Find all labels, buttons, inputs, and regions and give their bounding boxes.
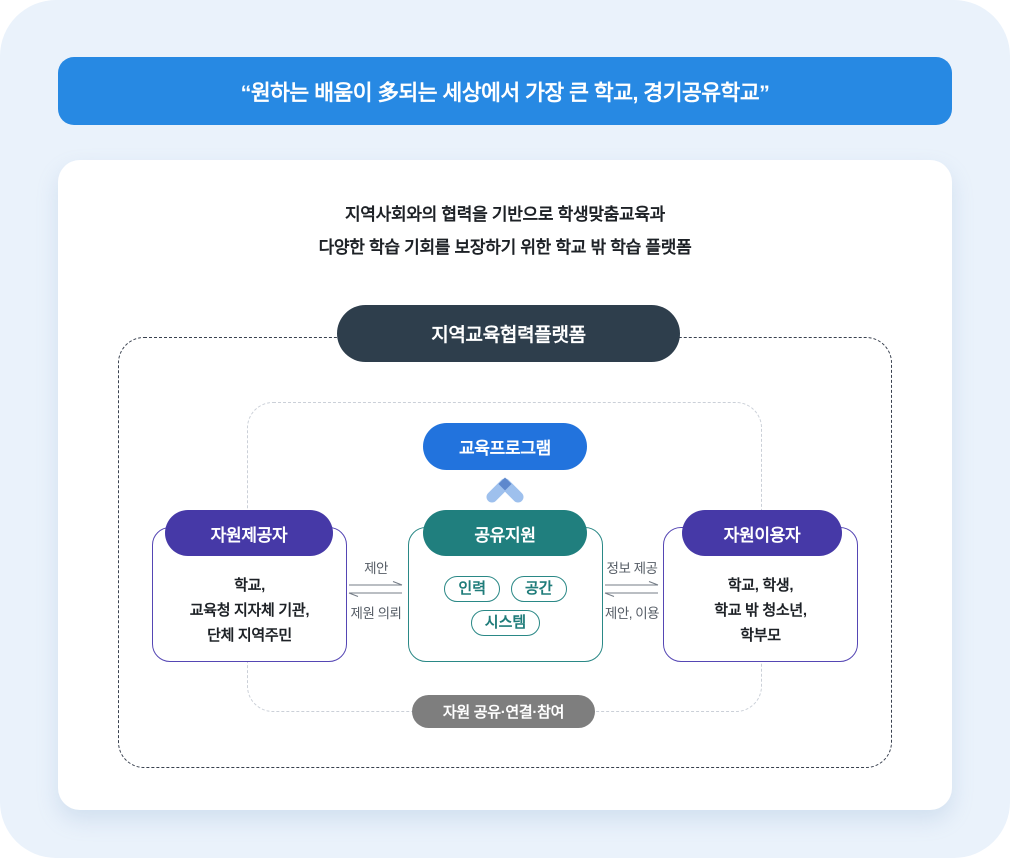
sharing-support-pill: 공유지원 (423, 510, 587, 556)
provider-body-line-1: 학교, (234, 577, 265, 594)
flow-right-backward-label: 제안, 이용 (604, 606, 660, 621)
tag-space: 공간 (511, 576, 567, 602)
double-arrow-icon (348, 581, 403, 598)
sharing-support-title: 공유지원 (474, 525, 536, 545)
flow-support-user: 정보 제공 제안, 이용 (600, 557, 664, 622)
resource-provider-title: 자원제공자 (210, 525, 288, 545)
user-body-line-3: 학부모 (740, 627, 781, 644)
resource-user-pill: 자원이용자 (682, 510, 842, 556)
tag-manpower: 인력 (444, 576, 500, 602)
provider-body-line-2: 교육청 지자체 기관, (189, 602, 310, 619)
resource-provider-pill: 자원제공자 (165, 510, 333, 556)
flow-provider-support: 제안 제원 의뢰 (344, 557, 408, 622)
chevron-up-icon (486, 477, 524, 503)
intro-text: 지역사회와의 협력을 기반으로 학생맞춤교육과 다양한 학습 기회를 보장하기 … (58, 198, 952, 264)
tag-system: 시스템 (470, 610, 541, 636)
header-banner: “원하는 배움이 多되는 세상에서 가장 큰 학교, 경기공유학교” (58, 57, 952, 125)
sharing-support-tags: 인력 공간 시스템 (408, 576, 603, 636)
program-label: 교육프로그램 (458, 439, 552, 458)
banner-title: “원하는 배움이 多되는 세상에서 가장 큰 학교, 경기공유학교” (240, 80, 770, 105)
resource-user-title: 자원이용자 (723, 525, 801, 545)
footer-pill: 자원 공유·연결·참여 (412, 695, 595, 728)
intro-line-1: 지역사회와의 협력을 기반으로 학생맞춤교육과 (344, 205, 666, 224)
resource-user-body: 학교, 학생, 학교 밖 청소년, 학부모 (663, 573, 858, 648)
tag-row-1: 인력 공간 (444, 576, 567, 602)
program-pill: 교육프로그램 (423, 423, 587, 470)
footer-label: 자원 공유·연결·참여 (442, 704, 565, 721)
platform-pill: 지역교육협력플랫폼 (337, 305, 680, 362)
resource-provider-body: 학교, 교육청 지자체 기관, 단체 지역주민 (152, 573, 347, 648)
platform-label: 지역교육협력플랫폼 (431, 325, 586, 346)
double-arrow-icon (604, 581, 659, 598)
user-body-line-1: 학교, 학생, (727, 577, 794, 594)
user-body-line-2: 학교 밖 청소년, (714, 602, 807, 619)
diagram-card: 지역사회와의 협력을 기반으로 학생맞춤교육과 다양한 학습 기회를 보장하기 … (58, 160, 952, 810)
flow-left-backward-label: 제원 의뢰 (350, 606, 402, 621)
provider-body-line-3: 단체 지역주민 (207, 627, 292, 644)
tag-row-2: 시스템 (470, 610, 541, 636)
flow-right-forward-label: 정보 제공 (606, 561, 658, 576)
flow-left-forward-label: 제안 (364, 561, 388, 576)
intro-line-2: 다양한 학습 기회를 보장하기 위한 학교 밖 학습 플랫폼 (318, 238, 692, 257)
